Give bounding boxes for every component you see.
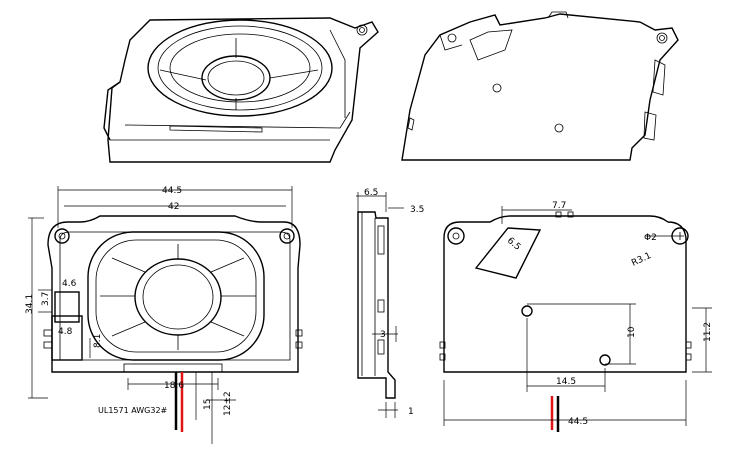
dim-side-small: 3 [380,330,386,340]
dim-back-width: 44.5 [568,417,588,427]
front-dimension-labels: 44.5 42 34.1 4.6 3.7 4.8 8.1 18.6 15 12±… [25,186,233,416]
dim-width-total: 44.5 [162,186,182,196]
dim-back-spacing-h: 14.5 [556,377,576,387]
side-view [356,192,404,418]
front-ortho-view [28,186,303,444]
dim-left-block-w: 4.8 [58,327,73,337]
dim-wire-len-1: 15 [203,399,213,410]
dim-height-total: 34.1 [25,294,35,314]
dim-back-angle: 6.5 [505,236,522,253]
dim-back-top-offset: 7.7 [552,201,566,211]
dim-left-offset-1: 4.6 [62,279,77,289]
back-ortho-view [439,206,712,432]
dim-back-hole: Φ2 [644,233,657,243]
dim-left-block-h: 8.1 [93,334,103,348]
dim-wire-len-2: 12±2 [223,391,233,416]
iso-back-view [401,11,679,161]
dim-back-radius: R3.1 [630,251,653,269]
iso-front-view [103,17,379,163]
dim-bottom-slot: 18.6 [164,381,184,391]
side-dimension-labels: 6.5 3.5 3 1 [364,188,424,417]
dim-side-offset: 3.5 [410,205,424,215]
dim-back-height: 11.2 [703,322,713,342]
dim-side-bottom: 1 [408,407,414,417]
wire-spec-note: UL1571 AWG32# [98,406,168,415]
dim-left-offset-2: 3.7 [41,292,51,306]
dim-back-spacing-v: 10 [627,326,637,338]
back-dimension-labels: 7.7 6.5 Φ2 R3.1 10 14.5 11.2 44.5 [505,201,713,427]
dim-side-width: 6.5 [364,188,378,198]
dim-width-holes: 42 [168,202,179,212]
